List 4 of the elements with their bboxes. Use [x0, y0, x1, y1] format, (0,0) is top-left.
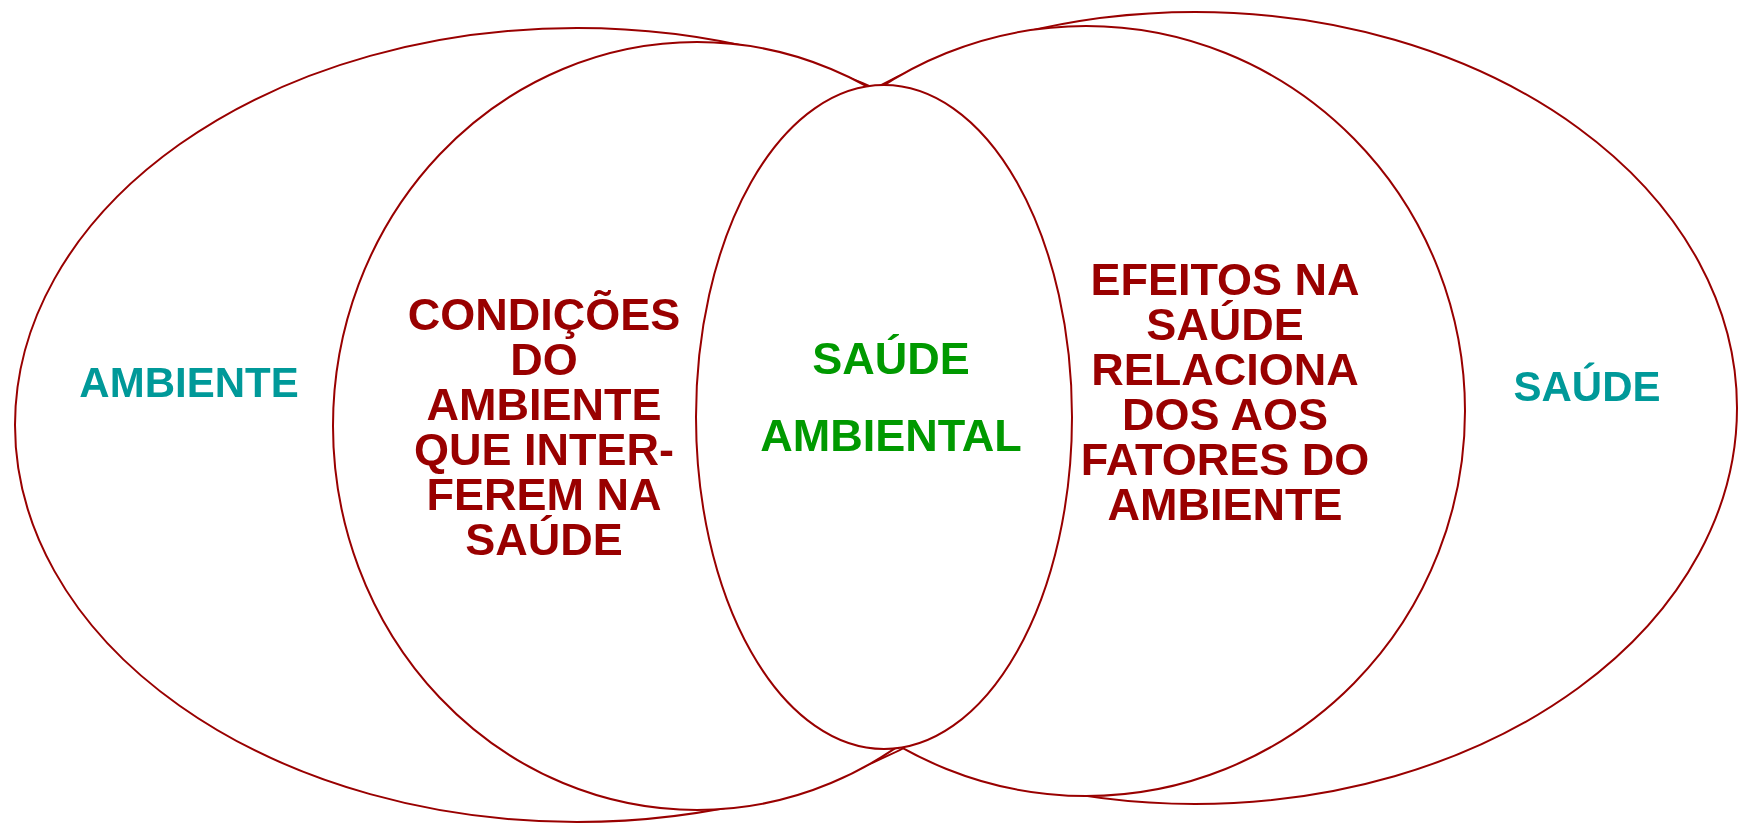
ellipse-label: AMBIENTE — [78, 362, 300, 404]
ellipse-label: EFEITOS NA SAÚDE RELACIONA DOS AOS FATORES DO AMBIENTE — [1079, 257, 1371, 527]
ellipse-label: SAÚDE AMBIENTAL — [759, 331, 1023, 462]
ellipse-label: CONDIÇÕES DO AMBIENTE QUE INTER-FEREM NA SAÚDE — [406, 292, 682, 562]
